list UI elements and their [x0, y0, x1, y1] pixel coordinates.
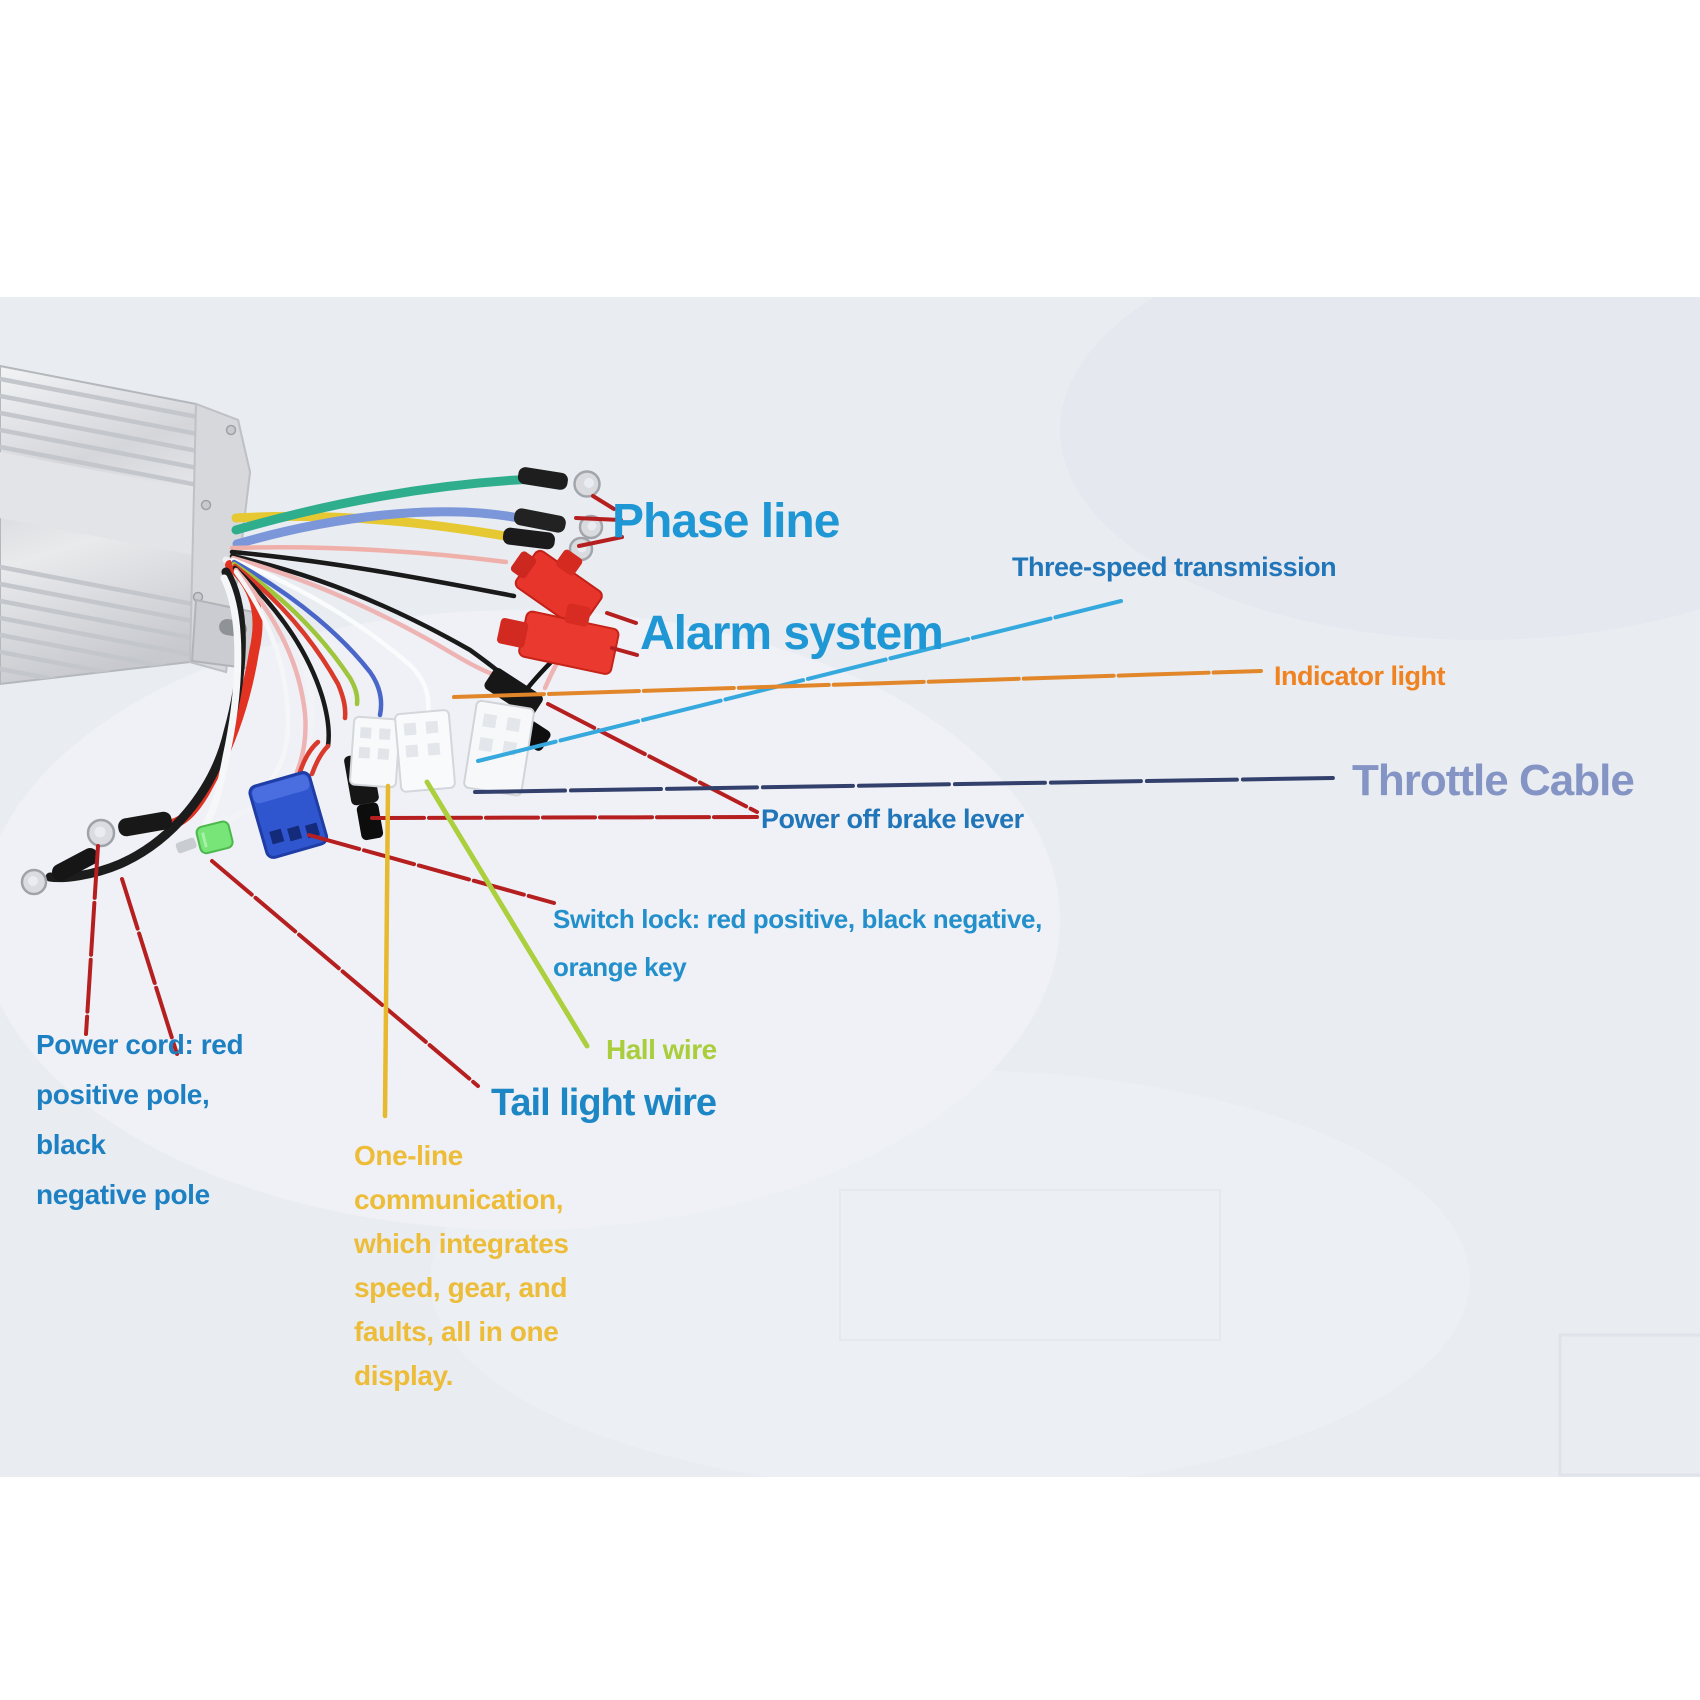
label-indicator-light: Indicator light	[1274, 661, 1446, 691]
power-off-pointer-diagonal	[546, 702, 759, 814]
label-switch-lock: Switch lock: red positive, black negativ…	[553, 904, 1042, 982]
red-pointer-lines	[84, 494, 759, 1088]
connectors	[20, 467, 620, 896]
wiring-diagram-graphic	[0, 297, 1700, 1477]
green-connector	[195, 820, 234, 855]
alarm-connector	[496, 603, 620, 675]
silver-crimp	[175, 837, 197, 854]
tail-light-pointer	[210, 859, 480, 1088]
three-speed-pointer	[476, 599, 1123, 763]
label-alarm-system: Alarm system	[640, 607, 944, 660]
label-throttle-cable: Throttle Cable	[1352, 756, 1635, 805]
throttle-cable-pointer	[473, 776, 1335, 794]
phase-green-wire	[231, 474, 539, 535]
alarm-pointer	[610, 646, 639, 657]
hall-wire-pointer	[424, 779, 590, 1049]
sheet-shadow	[1060, 297, 1700, 640]
alarm-pointer	[605, 611, 638, 625]
phase-pointer	[574, 516, 623, 522]
label-tail-light-wire: Tail light wire	[491, 1082, 717, 1124]
power-ring-terminal	[20, 848, 99, 896]
label-three-speed-transmission: Three-speed transmission	[1012, 552, 1337, 582]
one-line-pointer	[382, 783, 391, 1119]
phase-pointer	[591, 494, 616, 511]
label-one-line-communication: One-line communication, which integrates…	[354, 1140, 569, 1391]
phase-blue-wire	[232, 507, 529, 549]
white-connector	[394, 709, 456, 793]
phase-ring-terminal	[517, 467, 601, 498]
sheet-crease	[1558, 1333, 1700, 1477]
sheet-highlight	[430, 1070, 1470, 1477]
phase-pointer	[577, 535, 624, 548]
label-power-cord: Power cord: red positive pole, black neg…	[36, 1029, 244, 1210]
power-off-pointer-horizontal	[370, 815, 759, 820]
power-cord-pointer	[120, 877, 179, 1056]
annotation-lines	[84, 494, 1335, 1119]
label-phase-line: Phase line	[612, 495, 840, 548]
label-power-off-brake-lever: Power off brake lever	[761, 804, 1024, 834]
power-black-wire	[45, 567, 246, 883]
sheet-crease	[839, 1189, 1221, 1341]
controller-box	[0, 364, 260, 686]
phase-ring-terminal	[513, 508, 604, 540]
indicator-light-pointer	[452, 669, 1263, 699]
sheet-highlight	[0, 610, 1060, 1230]
white-wire-to-green	[198, 574, 242, 834]
switch-lock-pointer	[307, 833, 556, 905]
power-ring-terminal	[86, 811, 172, 848]
label-hall-wire: Hall wire	[606, 1034, 717, 1065]
white-connector	[349, 715, 401, 789]
product-photo-area	[0, 297, 1700, 1477]
power-cord-pointer	[84, 844, 100, 1036]
